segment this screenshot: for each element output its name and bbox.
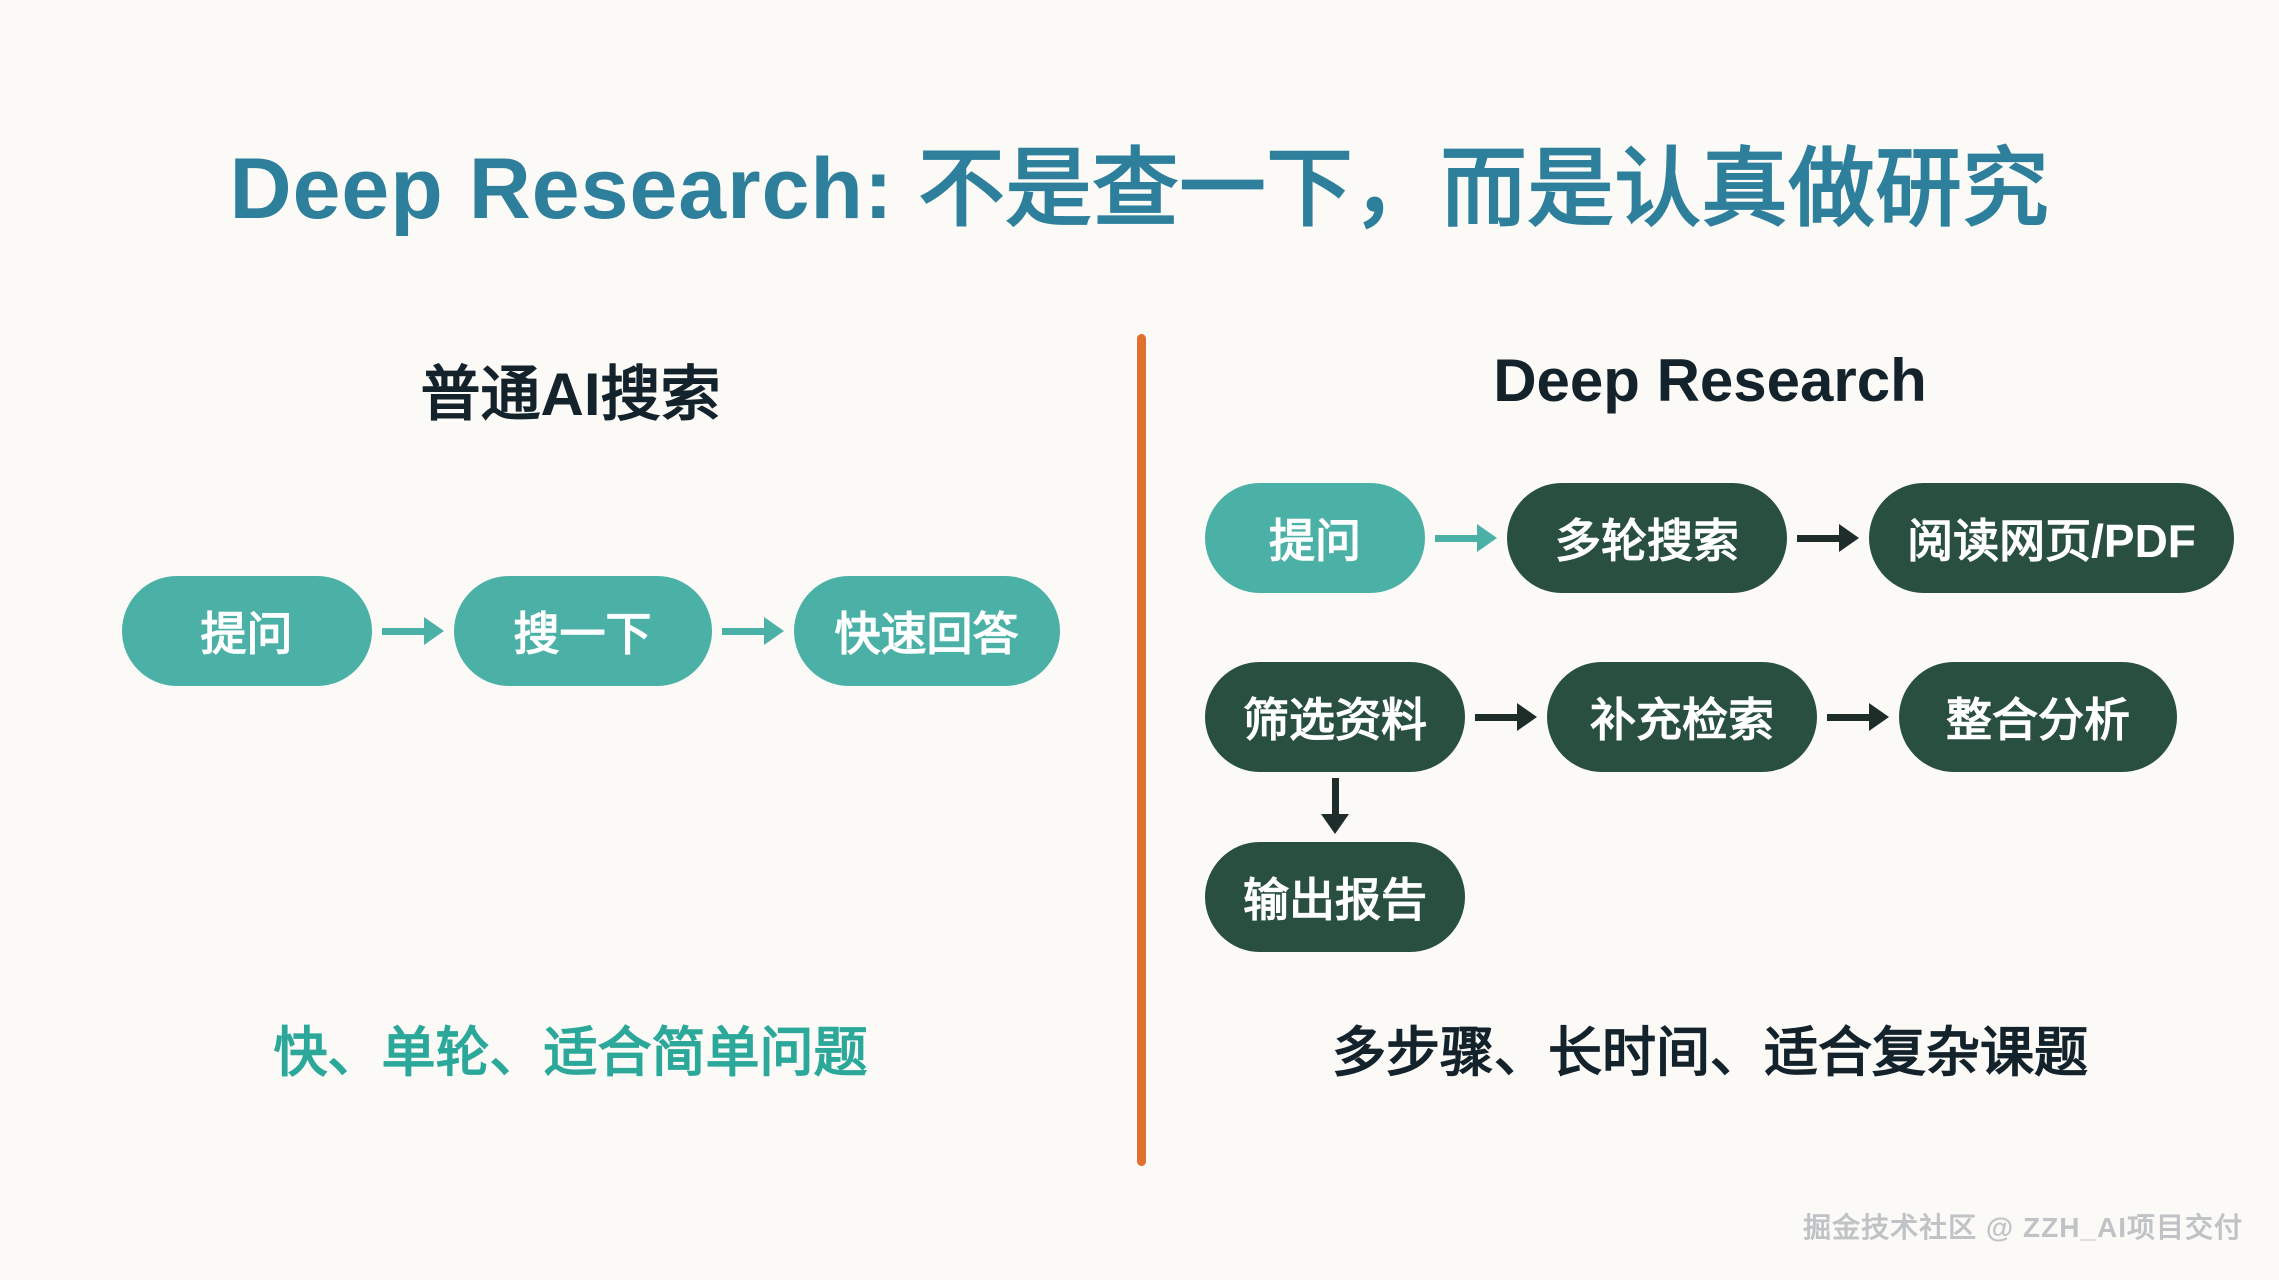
arrow-right-icon xyxy=(721,617,784,645)
right-heading: Deep Research xyxy=(1493,347,1927,414)
step-quick-answer: 快速回答 xyxy=(793,576,1060,686)
step-multi-round-search: 多轮搜索 xyxy=(1507,483,1787,593)
deep-research-flow-row2: 筛选资料 补充检索 整合分析 xyxy=(1205,662,2177,772)
arrow-right-icon xyxy=(381,617,444,645)
arrow-down-icon xyxy=(1205,778,1465,834)
left-heading: 普通AI搜索 xyxy=(420,361,721,428)
step-quick-search: 搜一下 xyxy=(453,576,712,686)
page-title: Deep Research: 不是查一下，而是认真做研究 xyxy=(229,141,2050,237)
left-section: 普通AI搜索 提问 搜一下 快速回答 快、单轮、适合简单问题 xyxy=(40,361,1141,1083)
divider-line xyxy=(1137,334,1146,1166)
watermark: 掘金技术社区 @ ZZH_AI项目交付 xyxy=(1803,1212,2243,1243)
deep-research-flow-row3: 输出报告 xyxy=(1205,842,1465,952)
arrow-right-icon xyxy=(1827,703,1889,731)
deep-research-flow-row1: 提问 多轮搜索 阅读网页/PDF xyxy=(1205,483,2234,593)
arrow-right-icon xyxy=(1475,703,1537,731)
right-section: Deep Research 提问 多轮搜索 阅读网页/PDF 筛选资料 补充检索… xyxy=(1141,0,2279,1280)
left-caption: 快、单轮、适合简单问题 xyxy=(273,1023,868,1083)
arrow-right-icon xyxy=(1797,524,1859,552)
step-ask: 提问 xyxy=(1205,483,1425,593)
step-integrate-analysis: 整合分析 xyxy=(1899,662,2177,772)
left-flow: 提问 搜一下 快速回答 xyxy=(40,576,1141,686)
arrow-right-icon xyxy=(1435,524,1497,552)
step-ask: 提问 xyxy=(121,576,372,686)
step-read-web-pdf: 阅读网页/PDF xyxy=(1869,483,2234,593)
step-filter-materials: 筛选资料 xyxy=(1205,662,1465,772)
right-caption: 多步骤、长时间、适合复杂课题 xyxy=(1332,1023,2088,1083)
step-supplementary-retrieval: 补充检索 xyxy=(1547,662,1817,772)
step-output-report: 输出报告 xyxy=(1205,842,1465,952)
